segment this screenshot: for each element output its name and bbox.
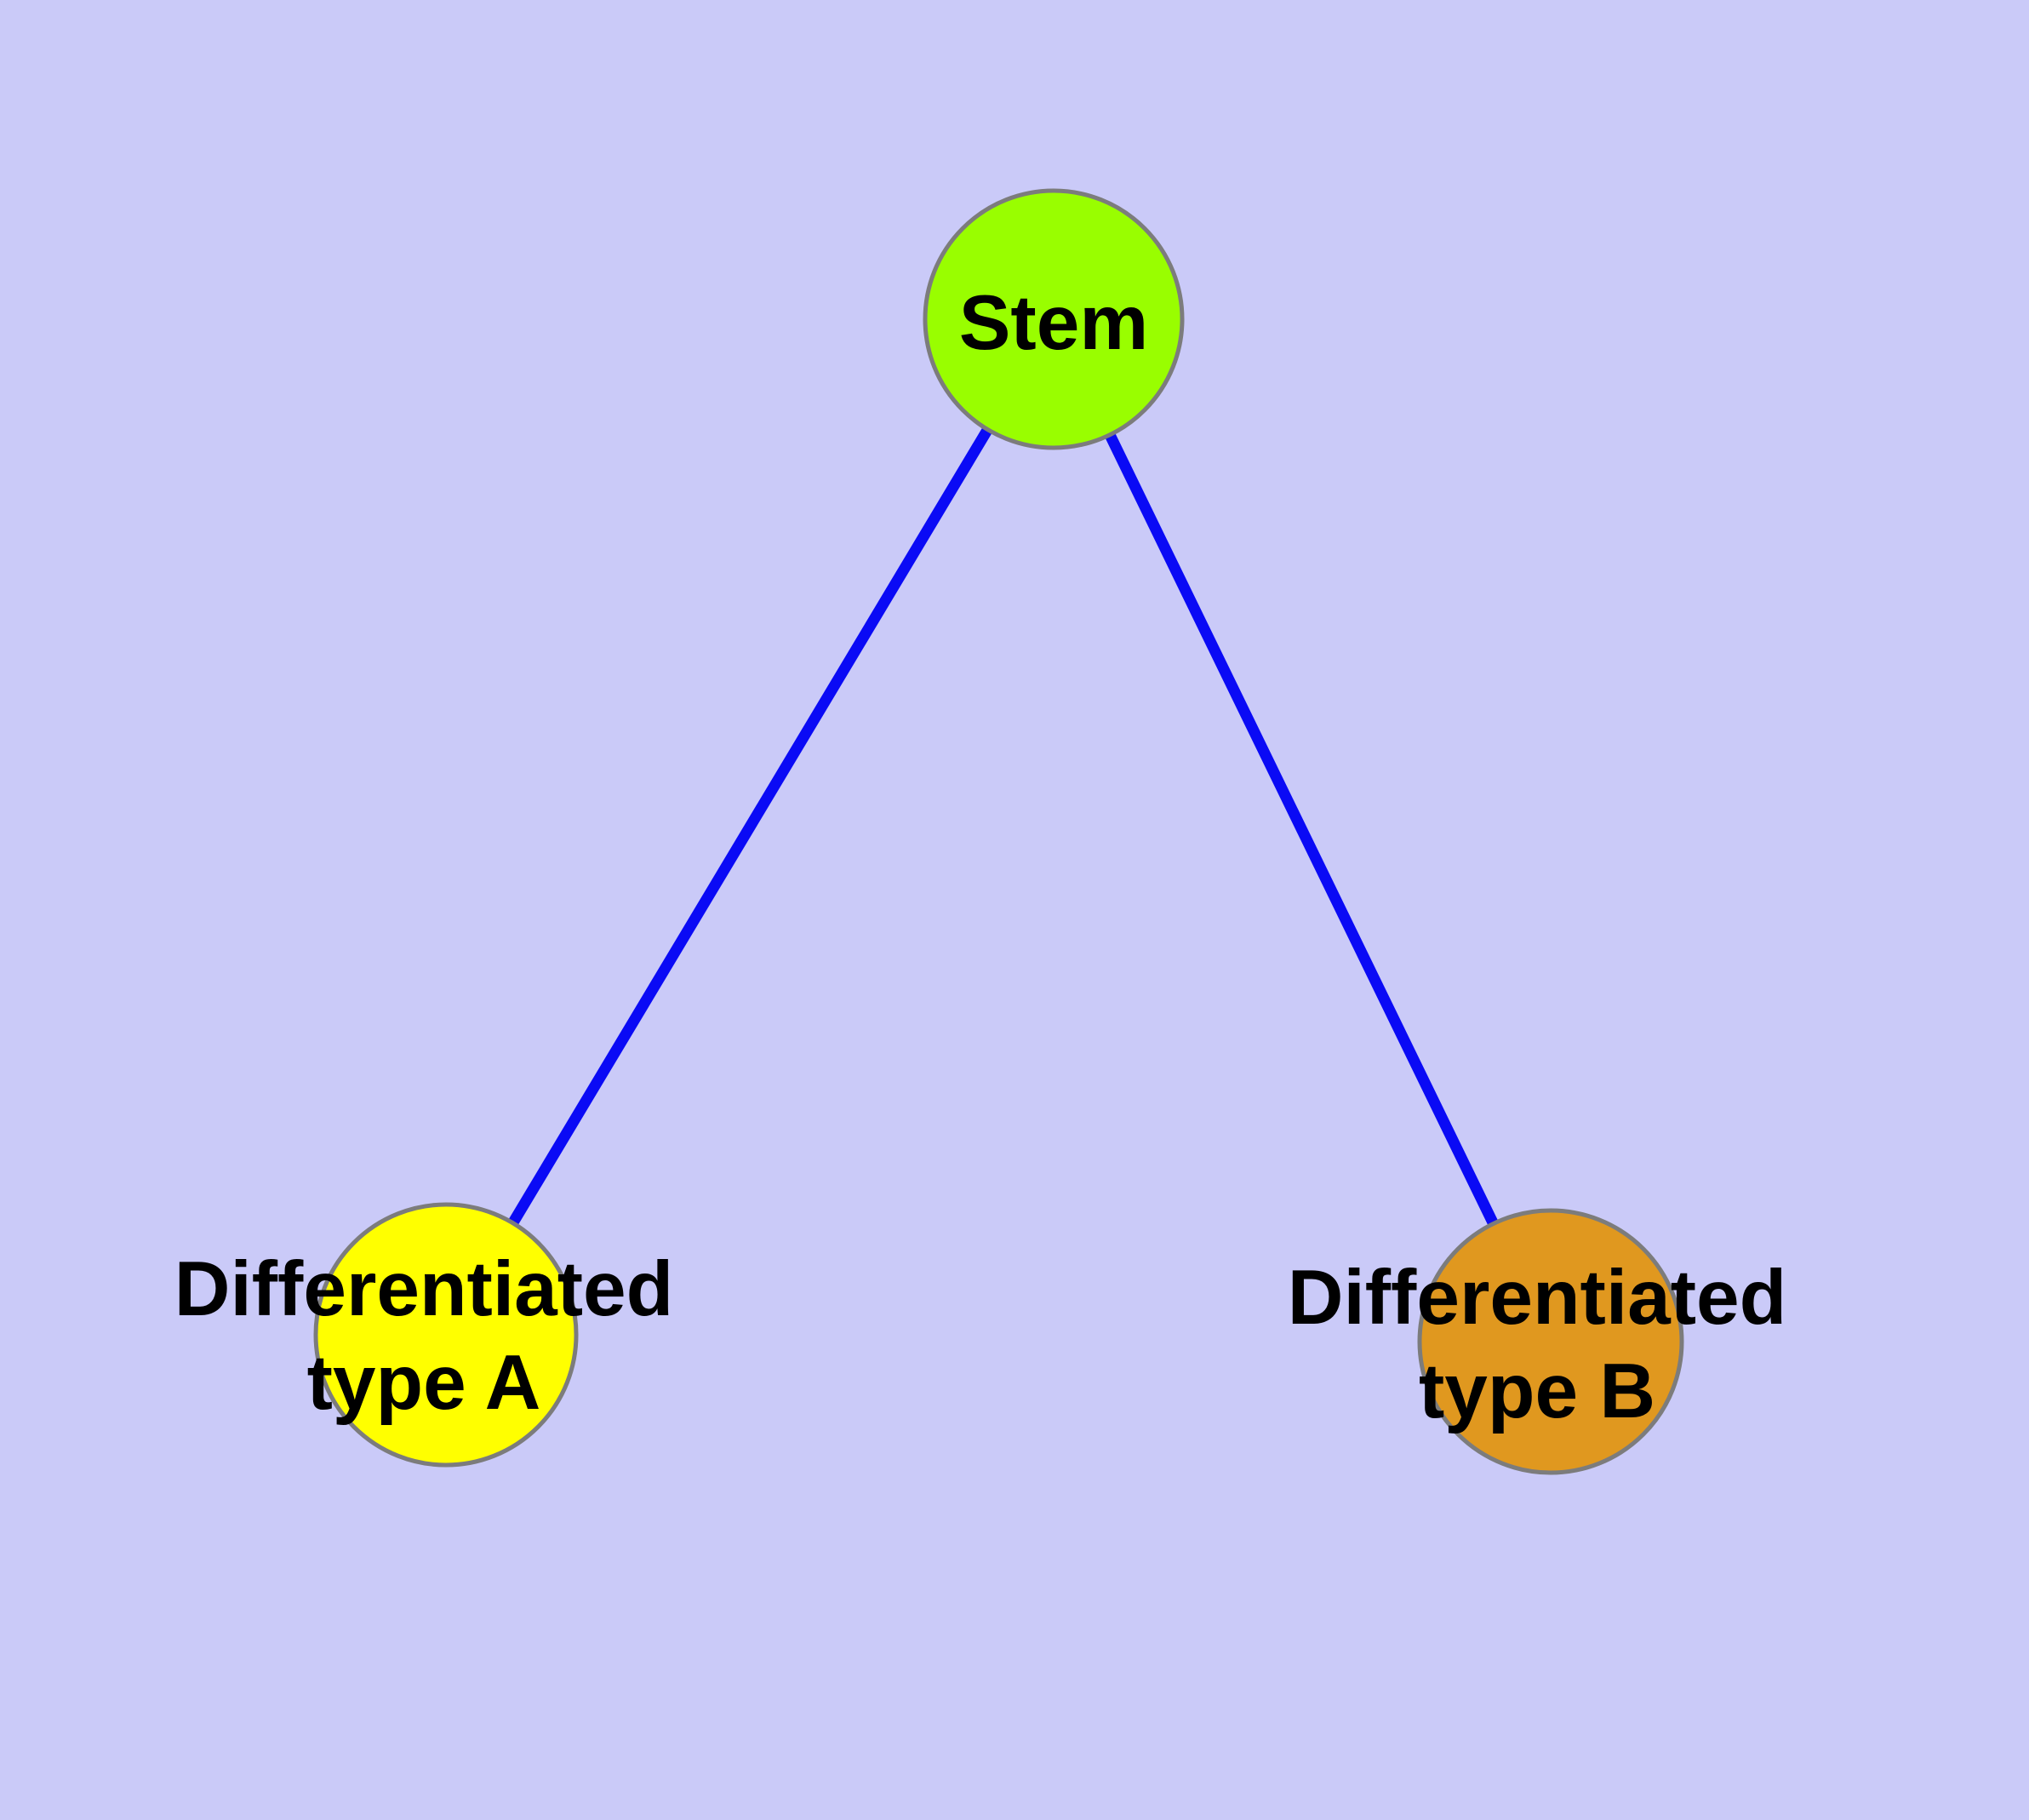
edge-stem-to-type-a — [440, 313, 1060, 1341]
node-differentiated-type-a-label-line1: Differentiated — [174, 1246, 674, 1332]
node-differentiated-type-b-label-line1: Differentiated — [1288, 1255, 1787, 1341]
node-differentiated-type-b — [1417, 1208, 1684, 1475]
node-differentiated-type-b-label-line2: type B — [1419, 1348, 1655, 1434]
node-stem — [923, 188, 1185, 450]
node-differentiated-type-a — [313, 1202, 579, 1468]
node-stem-label: Stem — [959, 280, 1149, 366]
node-differentiated-type-a-label-line2: type A — [307, 1340, 541, 1426]
edge-stem-to-type-b — [1048, 313, 1557, 1348]
